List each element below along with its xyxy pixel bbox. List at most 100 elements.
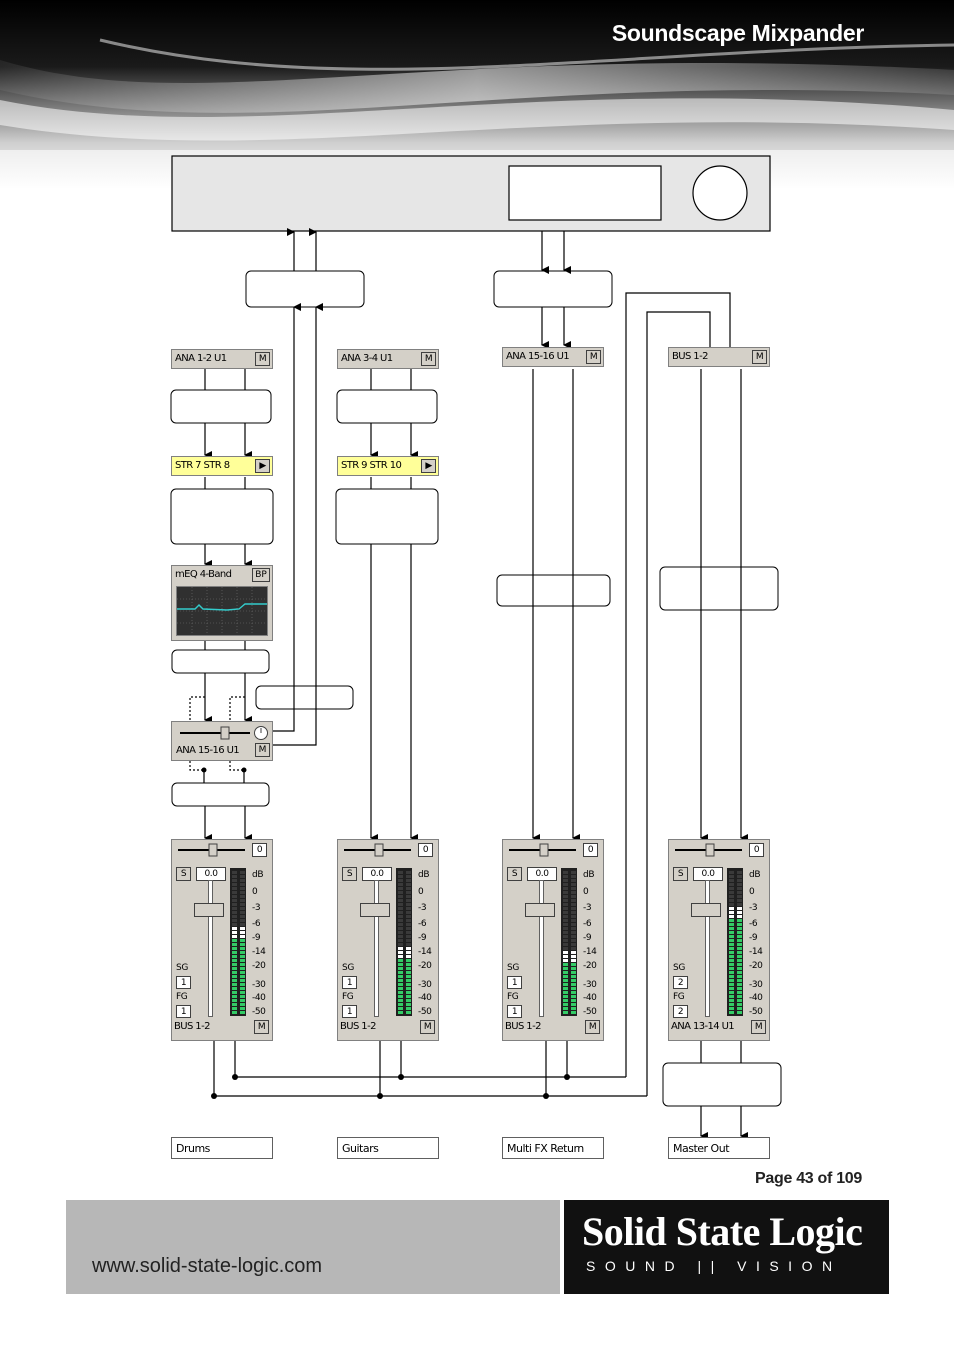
meter-segment bbox=[737, 891, 742, 894]
input-strip-ana-3-4[interactable]: ANA 3-4 U1 M bbox=[337, 349, 439, 369]
meter-segment bbox=[398, 955, 403, 958]
meter-segment bbox=[240, 967, 245, 970]
meter-segment bbox=[737, 987, 742, 990]
fg-value[interactable]: 1 bbox=[176, 1005, 191, 1018]
bypass-button[interactable]: BP bbox=[252, 568, 270, 582]
gain-field[interactable]: 0.0 bbox=[693, 867, 723, 881]
meter-segment bbox=[737, 899, 742, 902]
mute-button[interactable]: M bbox=[752, 350, 767, 364]
pan-value[interactable]: 0 bbox=[583, 843, 598, 857]
channel-name-drums[interactable]: Drums bbox=[171, 1137, 273, 1159]
meter-segment bbox=[240, 919, 245, 922]
meter-segment bbox=[398, 959, 403, 962]
meter-segment bbox=[398, 887, 403, 890]
fader-handle[interactable] bbox=[691, 903, 721, 917]
level-meter bbox=[727, 868, 743, 1016]
meter-segment bbox=[737, 963, 742, 966]
meter-segment bbox=[232, 871, 237, 874]
solo-button[interactable]: S bbox=[673, 867, 688, 881]
gain-field[interactable]: 0.0 bbox=[196, 867, 226, 881]
meter-segment bbox=[240, 915, 245, 918]
aux-send-strip[interactable]: ANA 15-16 U1 M bbox=[171, 721, 273, 761]
meter-segment bbox=[729, 907, 734, 910]
fg-value[interactable]: 1 bbox=[507, 1005, 522, 1018]
fg-value[interactable]: 2 bbox=[673, 1005, 688, 1018]
play-arrow-icon[interactable]: ▶ bbox=[421, 459, 436, 473]
meter-segment bbox=[737, 931, 742, 934]
pan-value[interactable]: 0 bbox=[252, 843, 267, 857]
meter-segment bbox=[729, 915, 734, 918]
channel-name-guitars[interactable]: Guitars bbox=[337, 1137, 439, 1159]
pan-slider[interactable] bbox=[672, 842, 744, 858]
meter-segment bbox=[729, 955, 734, 958]
meter-segment bbox=[240, 983, 245, 986]
solo-button[interactable]: S bbox=[342, 867, 357, 881]
mute-button[interactable]: M bbox=[585, 1020, 600, 1034]
meter-segment bbox=[406, 947, 411, 950]
gain-field[interactable]: 0.0 bbox=[527, 867, 557, 881]
stream-strip-str-7-8[interactable]: STR 7 STR 8 ▶ bbox=[171, 456, 273, 476]
meter-segment bbox=[729, 1011, 734, 1014]
fg-label: FG bbox=[176, 992, 188, 1002]
pan-slider[interactable] bbox=[506, 842, 578, 858]
input-strip-ana-15-16[interactable]: ANA 15-16 U1 M bbox=[502, 347, 604, 367]
sg-value[interactable]: 2 bbox=[673, 976, 688, 989]
pan-value[interactable]: 0 bbox=[418, 843, 433, 857]
meter-segment bbox=[737, 1011, 742, 1014]
meter-segment bbox=[729, 923, 734, 926]
mute-button[interactable]: M bbox=[420, 1020, 435, 1034]
input-strip-bus-1-2[interactable]: BUS 1-2 M bbox=[668, 347, 770, 367]
fader-handle[interactable] bbox=[360, 903, 390, 917]
sg-value[interactable]: 1 bbox=[342, 976, 357, 989]
meter-segment bbox=[398, 999, 403, 1002]
solo-button[interactable]: S bbox=[176, 867, 191, 881]
gain-field[interactable]: 0.0 bbox=[362, 867, 392, 881]
website-url[interactable]: www.solid-state-logic.com bbox=[92, 1255, 323, 1277]
meter-scale-label: -3 bbox=[252, 903, 261, 913]
mute-button[interactable]: M bbox=[751, 1020, 766, 1034]
meter-segment bbox=[571, 911, 576, 914]
stream-strip-str-9-10[interactable]: STR 9 STR 10 ▶ bbox=[337, 456, 439, 476]
meter-segment bbox=[563, 1007, 568, 1010]
meter-scale-label: 0 bbox=[749, 887, 755, 897]
sg-value[interactable]: 1 bbox=[507, 976, 522, 989]
pan-slider[interactable] bbox=[175, 842, 247, 858]
meter-segment bbox=[563, 891, 568, 894]
meter-segment bbox=[571, 903, 576, 906]
fg-value[interactable]: 1 bbox=[342, 1005, 357, 1018]
pan-slider[interactable] bbox=[341, 842, 413, 858]
meter-scale-label: 0 bbox=[583, 887, 589, 897]
meter-segment bbox=[240, 935, 245, 938]
mute-button[interactable]: M bbox=[254, 1020, 269, 1034]
meter-segment bbox=[398, 903, 403, 906]
meter-segment bbox=[571, 923, 576, 926]
meter-segment bbox=[737, 883, 742, 886]
meter-segment bbox=[240, 879, 245, 882]
mute-button[interactable]: M bbox=[255, 743, 270, 757]
send-level-slider[interactable] bbox=[176, 725, 270, 741]
mute-button[interactable]: M bbox=[421, 352, 436, 366]
channel-name-multi-fx-return[interactable]: Multi FX Return bbox=[502, 1137, 604, 1159]
eq-plugin[interactable]: mEQ 4-Band BP bbox=[171, 565, 273, 641]
mute-button[interactable]: M bbox=[255, 352, 270, 366]
sg-value[interactable]: 1 bbox=[176, 976, 191, 989]
mute-button[interactable]: M bbox=[586, 350, 601, 364]
meter-segment bbox=[406, 879, 411, 882]
pan-value[interactable]: 0 bbox=[749, 843, 764, 857]
solo-button[interactable]: S bbox=[507, 867, 522, 881]
meter-segment bbox=[563, 871, 568, 874]
meter-segment bbox=[398, 911, 403, 914]
meter-segment bbox=[571, 895, 576, 898]
input-strip-ana-1-2[interactable]: ANA 1-2 U1 M bbox=[171, 349, 273, 369]
play-arrow-icon[interactable]: ▶ bbox=[255, 459, 270, 473]
channel-name-master-out[interactable]: Master Out bbox=[668, 1137, 770, 1159]
fader-handle[interactable] bbox=[525, 903, 555, 917]
meter-segment bbox=[729, 983, 734, 986]
meter-segment bbox=[729, 879, 734, 882]
fader-handle[interactable] bbox=[194, 903, 224, 917]
meter-segment bbox=[563, 923, 568, 926]
